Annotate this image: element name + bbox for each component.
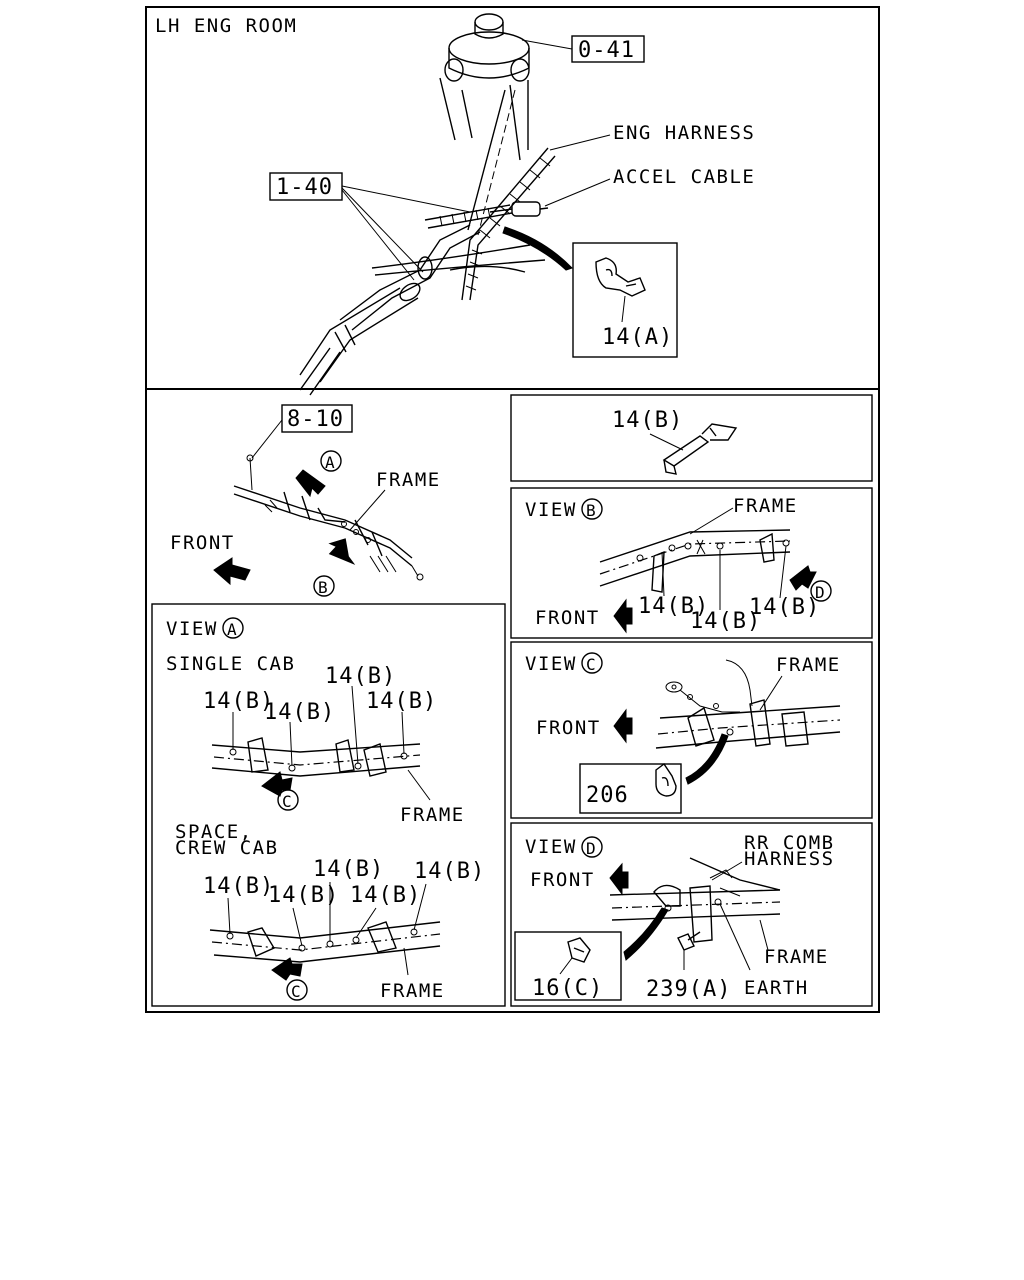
- front-arrow-icon: [213, 557, 251, 586]
- view-b-front-label: FRONT: [535, 607, 600, 629]
- arrow-view-b: [328, 538, 356, 565]
- view-c-part-label: 206: [586, 783, 629, 808]
- space-cab-part-5: 14(B): [350, 883, 421, 908]
- eng-harness-illustration: [424, 147, 556, 301]
- view-d-frame-illustration: [609, 857, 781, 943]
- space-cab-marker-c: C: [291, 982, 301, 1001]
- marker-a-circle: [320, 450, 342, 472]
- view-d-clip-label: 16(C): [532, 976, 603, 1001]
- ref-label-8-10: 8-10: [287, 407, 344, 432]
- bolt-icon: [677, 931, 701, 951]
- view-a-title: VIEW: [166, 618, 218, 640]
- space-cab-arrow-c: [271, 957, 303, 981]
- view-b-part-2: 14(B): [690, 609, 761, 634]
- view-d-marker: D: [586, 839, 596, 858]
- view-c-front-arrow: [613, 708, 633, 744]
- clip-b-content: 14(B): [612, 408, 738, 475]
- space-cab-frame-label: FRAME: [380, 980, 445, 1002]
- reservoir-illustration: [439, 13, 530, 236]
- accel-cable-label: ACCEL CABLE: [613, 166, 755, 188]
- view-b-marker-d: D: [815, 583, 825, 602]
- outer-border: [145, 6, 880, 1013]
- space-cab-heading-1: SPACE,: [175, 821, 253, 843]
- accel-cable-illustration: [489, 201, 549, 217]
- clip-b-label: 14(B): [612, 408, 683, 433]
- frame-rail-illustration: [233, 454, 424, 581]
- space-cab-part-4: 14(B): [268, 883, 339, 908]
- view-a-panel: [151, 603, 506, 1007]
- clip-a-icon: [595, 257, 646, 297]
- view-d-earth-label: EARTH: [744, 977, 809, 999]
- space-cab-part-1: 14(B): [313, 857, 384, 882]
- single-cab-marker-c: C: [282, 792, 292, 811]
- detail-arrow: [502, 226, 573, 271]
- view-b-title: VIEW: [525, 499, 577, 521]
- single-cab-part-3: 14(B): [366, 689, 437, 714]
- panel-title: LH ENG ROOM: [155, 15, 297, 37]
- view-d-front-arrow: [609, 862, 629, 896]
- clip-a-inset: [572, 242, 678, 358]
- space-cab-heading-2: CREW CAB: [175, 837, 279, 859]
- view-d-front-label: FRONT: [530, 869, 595, 891]
- space-cab-part-2: 14(B): [414, 859, 485, 884]
- single-cab-part-4: 14(B): [264, 700, 335, 725]
- rr-comb-label-1: RR COMB: [744, 832, 835, 854]
- single-cab-frame-label: FRAME: [400, 804, 465, 826]
- space-cab-frame-illustration: [209, 882, 441, 976]
- ref-label-1-40: 1-40: [276, 175, 333, 200]
- view-c-title: VIEW: [525, 653, 577, 675]
- clip-b-inset: [510, 394, 873, 482]
- view-d-frame-label: FRAME: [764, 946, 829, 968]
- view-d-bolt-label: 239(A): [646, 977, 731, 1002]
- view-a-marker: A: [227, 620, 237, 639]
- view-b-part-3: 14(B): [749, 595, 820, 620]
- overview-panel: 8-10 A B FRAME FRONT: [170, 404, 441, 597]
- lh-eng-room-panel: LH ENG ROOM 0-41 ENG HARNESS: [155, 13, 755, 396]
- view-c-detail-arrow: [685, 733, 729, 785]
- view-c-frame-illustration: [655, 659, 841, 749]
- view-b-part-1: 14(B): [638, 594, 709, 619]
- single-cab-part-2: 14(B): [203, 689, 274, 714]
- view-b-frame-label: FRAME: [733, 495, 798, 517]
- clip-206-icon: [655, 762, 677, 797]
- view-d-title: VIEW: [525, 836, 577, 858]
- overview-front-label: FRONT: [170, 532, 235, 554]
- view-d-detail-arrow: [623, 907, 669, 961]
- view-c-panel: [510, 641, 873, 819]
- view-c-front-label: FRONT: [536, 717, 601, 739]
- clip-a-label: 14(A): [602, 325, 673, 350]
- view-a-content: VIEW A SINGLE CAB 14(B) 14(B) 14(B) 14(B…: [166, 617, 485, 1002]
- overview-frame-label: FRAME: [376, 469, 441, 491]
- ref-box-8-10: [281, 404, 353, 433]
- view-d-content: VIEW D RR COMB HARNESS FRONT FRAME 16: [514, 832, 835, 1002]
- ref-label-0-41: 0-41: [578, 38, 635, 63]
- space-cab-part-3: 14(B): [203, 874, 274, 899]
- arrow-view-a: [295, 469, 326, 498]
- view-b-frame-illustration: [599, 529, 791, 610]
- clip-b-icon: [662, 423, 738, 475]
- clip-16c-icon: [567, 937, 591, 963]
- marker-b-circle: [313, 575, 335, 597]
- single-cab-part-1: 14(B): [325, 664, 396, 689]
- view-b-front-arrow: [613, 598, 633, 634]
- eng-harness-label: ENG HARNESS: [613, 122, 755, 144]
- view-c-clip-inset: [579, 763, 682, 814]
- view-c-frame-label: FRAME: [776, 654, 841, 676]
- view-b-arrow-d: [789, 565, 817, 591]
- view-d-clip-inset: [514, 931, 622, 1001]
- single-cab-frame-illustration: [211, 685, 431, 801]
- marker-a: A: [325, 453, 335, 472]
- view-c-content: VIEW C FRAME FRONT 206: [525, 652, 841, 814]
- rr-comb-label-2: HARNESS: [744, 848, 835, 870]
- single-cab-heading: SINGLE CAB: [166, 653, 295, 675]
- view-b-content: VIEW B FRAME D FRONT 14(B) 14(B) 14(B): [525, 495, 832, 634]
- view-c-marker: C: [586, 655, 596, 674]
- view-b-marker: B: [586, 501, 596, 520]
- marker-b: B: [318, 578, 328, 597]
- view-d-panel: [510, 822, 873, 1007]
- hose-illustration: [299, 224, 546, 396]
- view-b-panel: [510, 487, 873, 639]
